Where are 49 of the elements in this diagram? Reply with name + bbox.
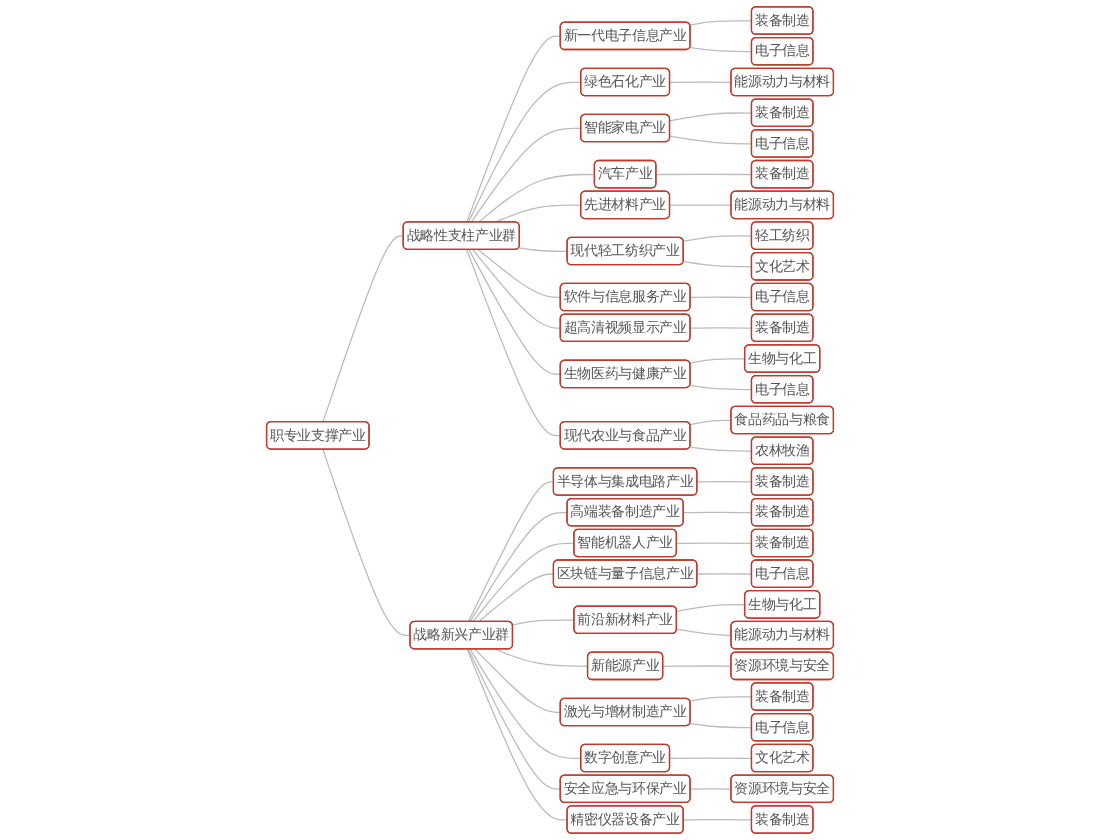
connector bbox=[322, 235, 405, 423]
connector bbox=[669, 135, 753, 145]
connector bbox=[696, 480, 753, 483]
connector bbox=[689, 358, 746, 364]
connector bbox=[466, 35, 562, 223]
connector bbox=[468, 249, 562, 375]
connector bbox=[689, 327, 753, 329]
connector bbox=[470, 127, 582, 223]
connector bbox=[676, 542, 753, 544]
connector bbox=[494, 648, 589, 667]
connector bbox=[689, 696, 753, 702]
connector bbox=[472, 249, 562, 329]
connector bbox=[669, 81, 733, 83]
connector bbox=[682, 511, 753, 514]
connector bbox=[472, 542, 575, 623]
connector bbox=[689, 446, 753, 452]
connector bbox=[474, 648, 562, 713]
connector bbox=[689, 788, 733, 790]
connector bbox=[669, 112, 753, 122]
connector bbox=[676, 604, 746, 612]
connector bbox=[322, 448, 412, 637]
connector bbox=[689, 419, 733, 426]
connector bbox=[682, 819, 753, 821]
connector bbox=[494, 204, 582, 223]
connector bbox=[467, 648, 562, 790]
connector bbox=[467, 81, 582, 223]
connector bbox=[466, 249, 562, 437]
connector bbox=[689, 46, 753, 53]
connector bbox=[477, 573, 555, 623]
connector bbox=[469, 511, 569, 623]
connector bbox=[676, 628, 733, 637]
connector bbox=[512, 619, 575, 626]
connector bbox=[469, 648, 582, 760]
connector bbox=[467, 481, 555, 623]
connector bbox=[669, 757, 753, 760]
connector bbox=[655, 173, 753, 176]
connector bbox=[696, 573, 753, 575]
connector bbox=[669, 204, 733, 206]
connector bbox=[466, 648, 569, 821]
connector bbox=[689, 20, 753, 26]
connector bbox=[689, 296, 753, 299]
connector bbox=[682, 235, 753, 242]
connector bbox=[662, 665, 733, 667]
connector bbox=[518, 247, 569, 253]
connector bbox=[689, 722, 753, 729]
connector bbox=[682, 260, 753, 268]
connector bbox=[689, 384, 753, 391]
connector bbox=[477, 173, 596, 223]
connector bbox=[477, 249, 562, 299]
